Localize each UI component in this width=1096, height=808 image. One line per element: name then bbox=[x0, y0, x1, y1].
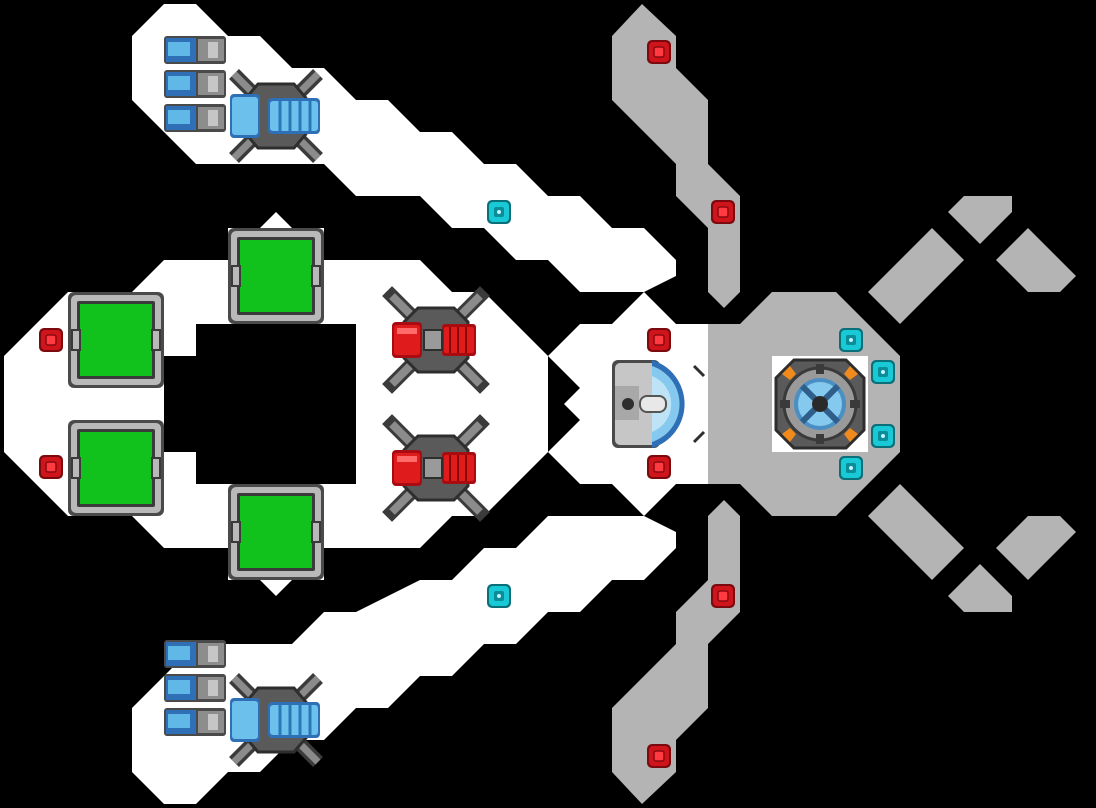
hull-upper-strut bbox=[612, 4, 740, 308]
hull-fin-3 bbox=[996, 228, 1076, 292]
hull-lower-strut bbox=[612, 500, 740, 804]
cargo-bay[interactable] bbox=[227, 483, 325, 581]
hull-fin-2 bbox=[868, 228, 964, 324]
cockpit-module[interactable] bbox=[612, 360, 706, 448]
cyan-node[interactable] bbox=[839, 456, 863, 480]
red-node[interactable] bbox=[646, 454, 672, 480]
hull-upper-wing bbox=[132, 4, 676, 292]
reactor-core[interactable] bbox=[774, 358, 866, 450]
red-node[interactable] bbox=[710, 583, 736, 609]
red-node[interactable] bbox=[38, 327, 64, 353]
cyan-node[interactable] bbox=[487, 200, 511, 224]
red-node[interactable] bbox=[710, 199, 736, 225]
red-node[interactable] bbox=[646, 743, 672, 769]
hull-fin-1 bbox=[948, 196, 1012, 244]
red-node[interactable] bbox=[646, 39, 672, 65]
cyan-node[interactable] bbox=[839, 328, 863, 352]
red-node[interactable] bbox=[646, 327, 672, 353]
hull-fin-5 bbox=[996, 516, 1076, 580]
laser-turret[interactable] bbox=[392, 296, 480, 384]
laser-turret[interactable] bbox=[392, 424, 480, 512]
cyan-node[interactable] bbox=[871, 424, 895, 448]
hull-fin-6 bbox=[948, 564, 1012, 612]
cyan-node[interactable] bbox=[487, 584, 511, 608]
hull-fin-4 bbox=[868, 484, 964, 580]
cargo-bay[interactable] bbox=[67, 419, 165, 517]
red-node[interactable] bbox=[38, 454, 64, 480]
cargo-bay[interactable] bbox=[67, 291, 165, 389]
cargo-bay[interactable] bbox=[227, 227, 325, 325]
cyan-node[interactable] bbox=[871, 360, 895, 384]
